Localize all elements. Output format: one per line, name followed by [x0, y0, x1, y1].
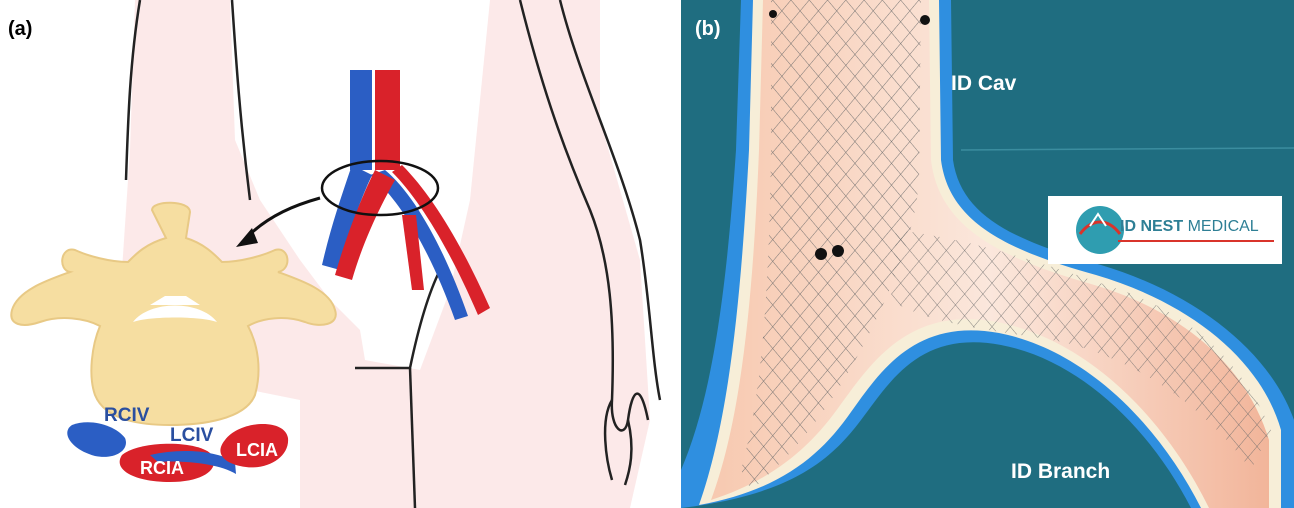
label-lciv: LCIV [170, 425, 214, 446]
label-lcia: LCIA [236, 440, 278, 460]
background-line [961, 148, 1294, 150]
marker-dot [920, 15, 930, 25]
marker-dot [769, 10, 777, 18]
vein-trunk [350, 70, 372, 170]
artery-trunk [375, 70, 400, 170]
marker-dot [832, 245, 844, 257]
panel-letter-b: (b) [695, 18, 721, 41]
panel-b: ID Cav ID Branch ID NEST MEDICAL (b) [681, 0, 1294, 508]
rciv-shape [67, 422, 126, 457]
label-rcia: RCIA [140, 458, 184, 478]
logo-brand-bold: ID NEST [1120, 218, 1183, 235]
id-nest-medical-logo: ID NEST MEDICAL [1048, 196, 1282, 264]
marker-dot [815, 248, 827, 260]
vessel-bifurcation [322, 70, 490, 320]
label-rciv: RCIV [104, 405, 150, 426]
label-id-branch: ID Branch [1011, 460, 1110, 483]
panel-a: RCIV LCIV RCIA LCIA (a) [0, 0, 676, 508]
logo-underline [1118, 240, 1274, 242]
label-id-cav: ID Cav [951, 72, 1017, 95]
logo-text: ID NEST MEDICAL [1120, 218, 1259, 236]
panel-a-illustration: RCIV LCIV RCIA LCIA [0, 0, 676, 508]
logo-brand-light: MEDICAL [1188, 218, 1259, 235]
panel-letter-a: (a) [8, 18, 32, 41]
